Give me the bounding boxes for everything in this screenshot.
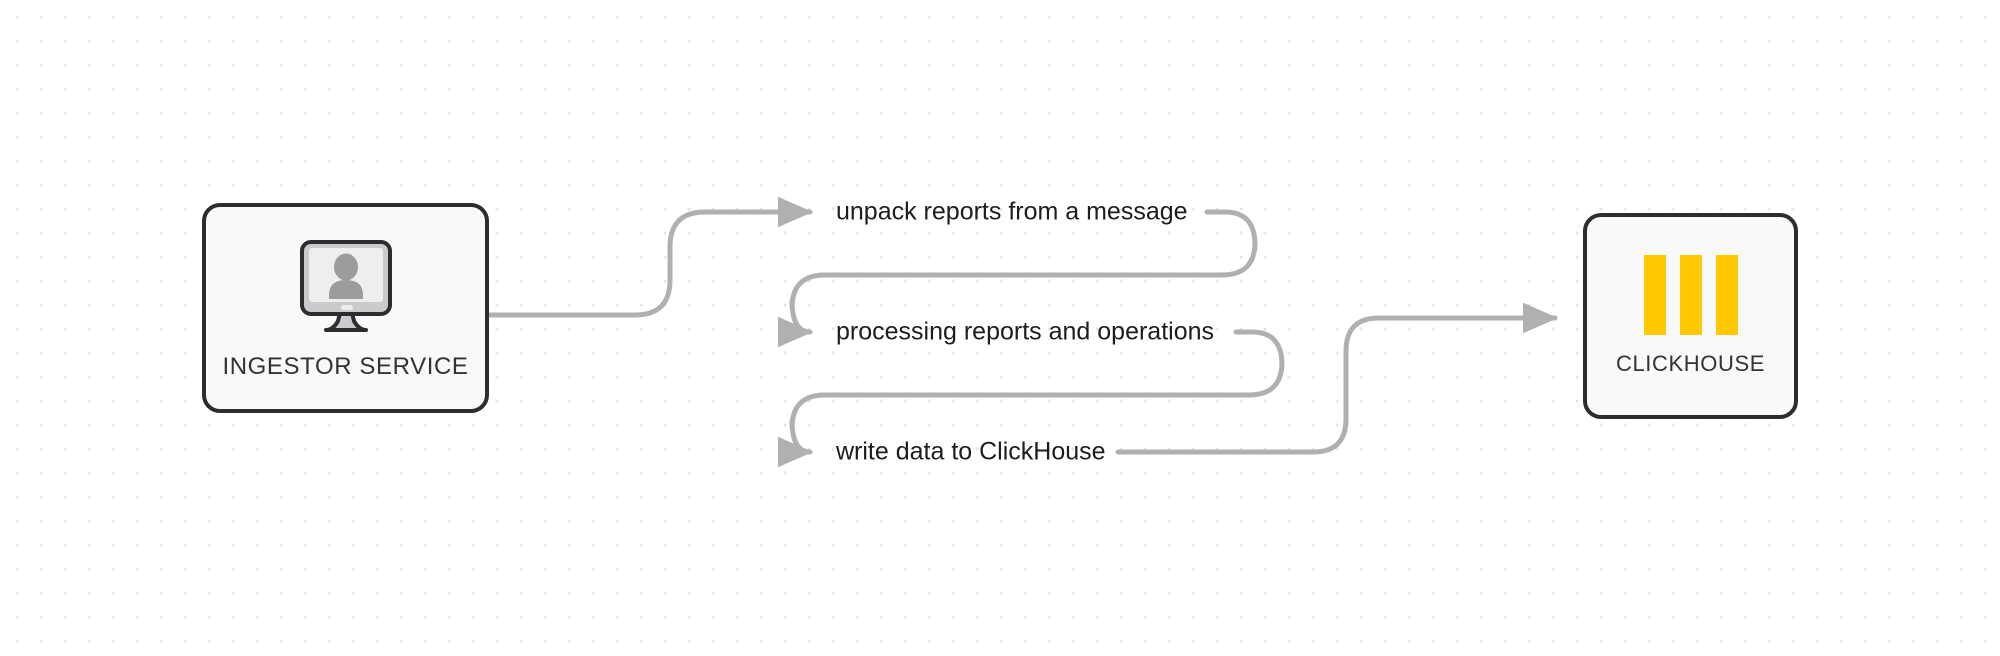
edge-path-unpack-reports — [486, 196, 813, 318]
clickhouse-logo-icon — [1643, 255, 1738, 335]
edge-path-processing-reports — [777, 209, 1258, 348]
node-ingestor-service[interactable]: INGESTOR SERVICE — [202, 203, 489, 413]
clickhouse-bar-1 — [1643, 255, 1666, 335]
edge-label-processing-reports: processing reports and operations — [836, 317, 1215, 346]
edge-label-unpack-reports: unpack reports from a message — [836, 197, 1188, 226]
clickhouse-bar-2 — [1679, 255, 1702, 335]
monitor-user-icon — [288, 235, 404, 339]
node-clickhouse-label: CLICKHOUSE — [1615, 351, 1766, 376]
node-ingestor-service-label: INGESTOR SERVICE — [222, 353, 469, 380]
edge-path-write-data — [777, 329, 1285, 468]
clickhouse-bar-3 — [1715, 255, 1738, 335]
node-clickhouse[interactable]: CLICKHOUSE — [1583, 213, 1798, 419]
edge-label-write-data: write data to ClickHouse — [836, 437, 1106, 466]
